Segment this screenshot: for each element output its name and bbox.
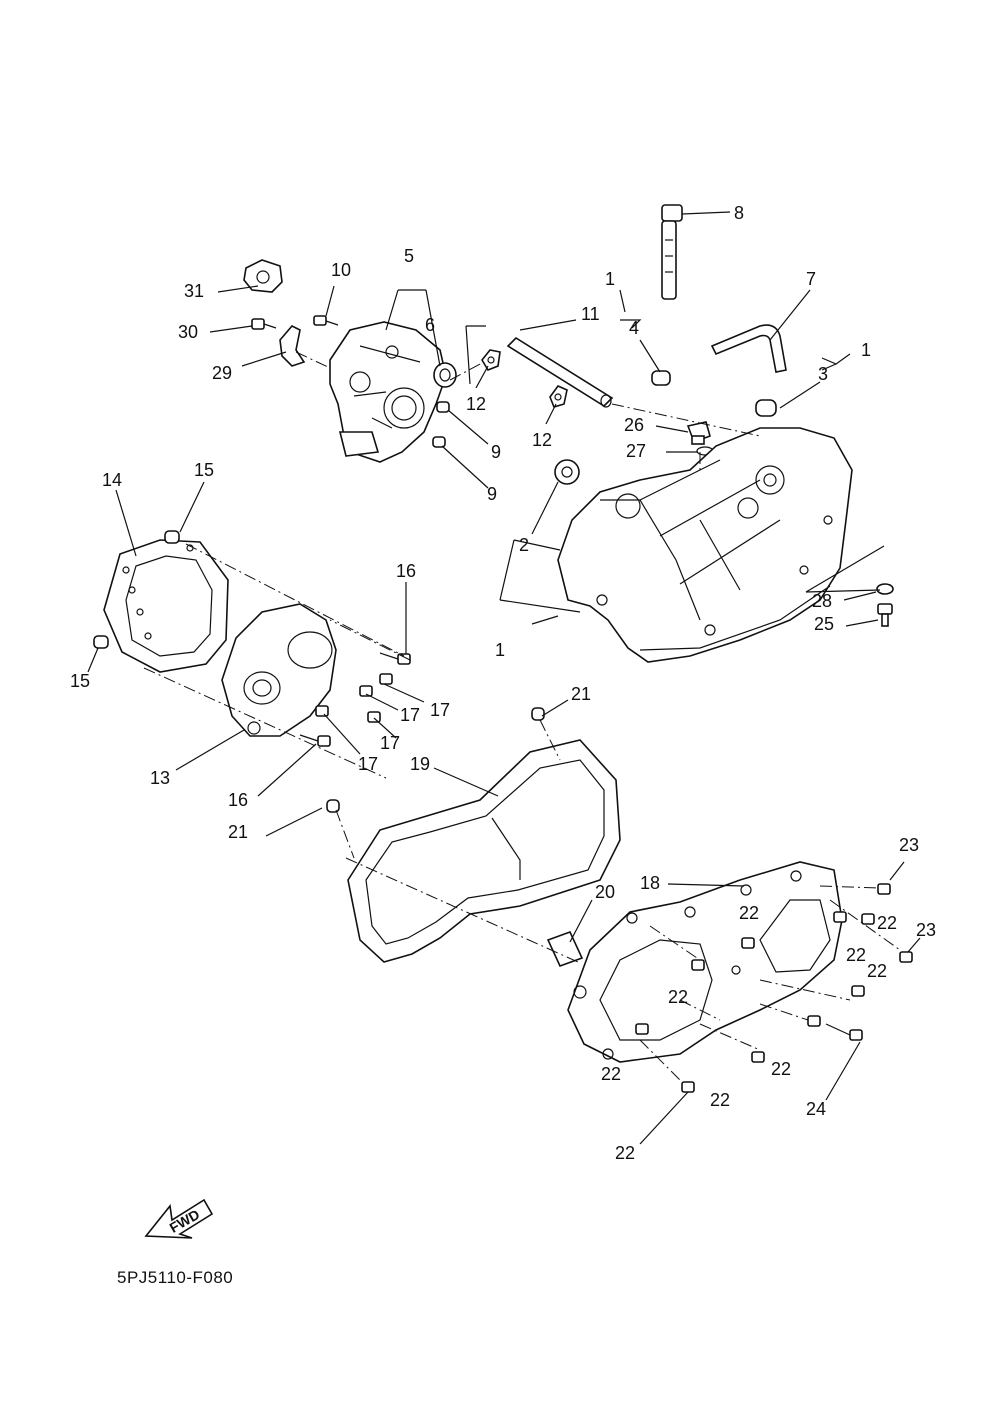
callout-22-f: 22	[771, 1059, 791, 1079]
part-13-cover	[221, 603, 337, 737]
part-3-sleeve	[755, 399, 777, 417]
part-7-hose	[710, 324, 787, 373]
callout-22-c: 22	[846, 945, 866, 965]
callout-6: 6	[425, 315, 435, 335]
callout-15-b: 15	[70, 671, 90, 691]
callout-18: 18	[640, 873, 660, 893]
callout-13: 13	[150, 768, 170, 788]
callout-31: 31	[184, 281, 204, 301]
part-31-plate	[243, 259, 283, 293]
callout-30: 30	[178, 322, 198, 342]
callout-22-i: 22	[615, 1143, 635, 1163]
callout-17-b: 17	[430, 700, 450, 720]
callout-24: 24	[806, 1099, 826, 1119]
part-4-sleeve	[651, 370, 671, 386]
callout-1-top: 1	[605, 269, 615, 289]
part-19-gasket	[347, 739, 621, 963]
callout-5: 5	[404, 246, 414, 266]
callout-16-b: 16	[228, 790, 248, 810]
callout-26: 27	[626, 441, 646, 461]
part-1-crankcase	[557, 427, 853, 663]
part-14-gasket	[103, 539, 229, 673]
callout-9-a: 9	[491, 442, 501, 462]
part-16-bolt-b	[299, 734, 331, 747]
callout-17-a: 17	[400, 705, 420, 725]
callout-22-d: 22	[867, 961, 887, 981]
leader-lines	[87, 211, 921, 1145]
callout-25: 26	[624, 415, 644, 435]
part-24-bolt	[825, 1023, 863, 1041]
callout-16-a: 16	[396, 561, 416, 581]
callout-labels: 8 7 1 4 1 3 5 10 31 6 11 30 29 12 12 26 …	[70, 203, 936, 1163]
part-20-pin	[546, 930, 584, 968]
part-2-bushing	[554, 459, 580, 485]
assembly-lines	[143, 351, 901, 1081]
callout-15-a: 15	[194, 460, 214, 480]
part-5-housing	[329, 321, 447, 463]
callout-23-b: 23	[916, 920, 936, 940]
callout-22-g: 22	[601, 1064, 621, 1084]
part-12-seal-a	[481, 349, 501, 371]
part-17-bolt-b	[359, 685, 373, 697]
callout-19: 19	[410, 754, 430, 774]
part-16-bolt-a	[379, 652, 411, 665]
callout-12-a: 12	[466, 394, 486, 414]
callout-1-bottom: 1	[495, 640, 505, 660]
diagram-code: 5PJ5110-F080	[117, 1268, 234, 1287]
callout-3: 3	[818, 364, 828, 384]
callout-28: 28	[812, 591, 832, 611]
part-27-bolt	[877, 603, 893, 627]
part-6-bearing	[433, 362, 457, 388]
callout-9-b: 9	[487, 484, 497, 504]
part-21-dowel-b	[326, 799, 340, 813]
part-29-bracket	[279, 325, 306, 367]
part-10-bolt	[313, 315, 339, 326]
part-15-dowel-b	[93, 635, 109, 649]
part-15-dowel-a	[164, 530, 180, 544]
callout-17-d: 17	[358, 754, 378, 774]
callout-20: 20	[595, 882, 615, 902]
callout-14: 14	[102, 470, 122, 490]
callout-11: 11	[581, 304, 600, 324]
callout-17-c: 17	[380, 733, 400, 753]
callout-2: 2	[519, 535, 529, 555]
part-12-seal-b	[549, 385, 568, 408]
part-8-strap	[661, 204, 683, 300]
callout-12-b: 12	[532, 430, 552, 450]
part-17-bolt-c	[367, 711, 381, 723]
callout-22-b: 22	[877, 913, 897, 933]
part-30-bolt	[251, 318, 277, 330]
part-9-pin-a	[436, 401, 450, 413]
callout-7: 7	[806, 269, 816, 289]
part-22-bolts	[635, 911, 875, 1093]
callout-29: 29	[212, 363, 232, 383]
callout-8: 8	[734, 203, 744, 223]
callout-23-a: 23	[899, 835, 919, 855]
part-17-bolt-d	[315, 705, 329, 717]
callout-21-b: 21	[228, 822, 248, 842]
part-25-plug	[686, 421, 711, 445]
part-11-shaft	[506, 336, 614, 408]
part-9-pin-b	[432, 436, 446, 448]
fwd-arrow-icon: FWD	[144, 1198, 214, 1239]
part-18-cover	[567, 861, 843, 1063]
part-21-dowel-a	[531, 707, 545, 721]
part-23-bolts	[877, 883, 913, 963]
callout-22-h: 22	[710, 1090, 730, 1110]
callout-27: 25	[814, 614, 834, 634]
part-28-washer	[876, 583, 894, 595]
callout-4: 4	[629, 318, 639, 338]
part-17-bolt-a	[379, 673, 393, 685]
callout-21-a: 21	[571, 684, 591, 704]
callout-1-right: 1	[861, 340, 871, 360]
callout-10: 10	[331, 260, 351, 280]
callout-22-e: 22	[668, 987, 688, 1007]
callout-22-a: 22	[739, 903, 759, 923]
